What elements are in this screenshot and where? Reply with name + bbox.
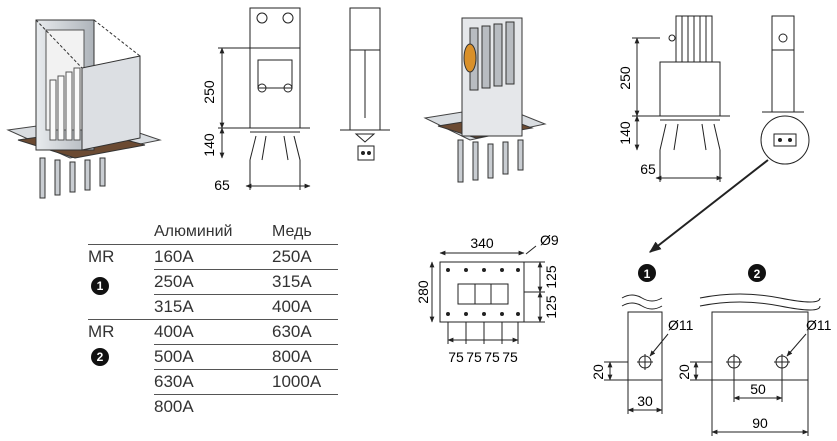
cell-copper: 630A — [272, 322, 312, 341]
flange-dim-125-top: 125 — [543, 265, 559, 289]
front-elevation-drawing — [218, 7, 311, 190]
right-dim-140: 140 — [617, 121, 633, 145]
flange-plate-drawing — [429, 245, 545, 344]
cell-aluminium: 800A — [154, 397, 194, 416]
cell-copper: 250A — [272, 247, 312, 266]
detail2-dim-90: 90 — [752, 415, 768, 431]
group-label: MR — [88, 322, 115, 341]
table-row: 250A 315A — [88, 270, 338, 294]
badge-detail-1: 1 — [638, 264, 656, 282]
table-row: 800A — [88, 395, 338, 419]
cell-aluminium: 400A — [154, 322, 194, 341]
table-row: MR 160A 250A — [88, 245, 338, 269]
cell-copper: 1000A — [272, 372, 322, 391]
isometric-tapoff-unit-center — [423, 17, 547, 183]
front-dim-140: 140 — [201, 133, 217, 157]
flange-dim-340: 340 — [470, 235, 494, 251]
right-dim-250: 250 — [617, 66, 633, 90]
detail2-dim-hole: Ø11 — [806, 317, 832, 333]
cell-aluminium: 500A — [154, 347, 194, 366]
flange-dim-280: 280 — [415, 280, 431, 304]
table-row: MR 400A 630A — [88, 320, 338, 344]
cell-copper: 800A — [272, 347, 312, 366]
flange-dim-75-c: 75 — [484, 349, 500, 365]
badge-detail-2: 2 — [748, 264, 766, 282]
flange-dim-75-b: 75 — [466, 349, 482, 365]
group-badge-2: 2 — [91, 348, 109, 366]
table-row: 500A 800A — [88, 345, 338, 369]
svg-text:1: 1 — [644, 267, 651, 281]
table-row: 630A 1000A — [88, 370, 338, 394]
cell-aluminium: 315A — [154, 297, 194, 316]
side-elevation-drawing — [340, 7, 390, 161]
flange-dim-75-d: 75 — [502, 349, 518, 365]
cell-aluminium: 630A — [154, 372, 194, 391]
detail2-dim-20: 20 — [676, 364, 692, 380]
col-header-aluminium: Алюминий — [154, 223, 233, 240]
right-dim-65: 65 — [640, 161, 656, 177]
cell-aluminium: 250A — [154, 272, 194, 291]
front-dim-250: 250 — [201, 80, 217, 104]
terminal-detail-2 — [690, 293, 821, 436]
group-badge-1: 1 — [91, 277, 109, 295]
right-side-elevation — [760, 15, 810, 165]
detail-callout-arrow — [649, 159, 769, 253]
svg-text:2: 2 — [754, 267, 761, 281]
flange-dim-hole: Ø9 — [540, 232, 559, 248]
detail2-dim-50: 50 — [750, 381, 766, 397]
cell-copper: 400A — [272, 297, 312, 316]
flange-dim-125-bottom: 125 — [543, 295, 559, 319]
group-label: MR — [88, 247, 115, 266]
cell-aluminium: 160A — [154, 247, 194, 266]
cell-copper: 315A — [272, 272, 312, 291]
detail1-dim-20: 20 — [590, 364, 606, 380]
right-front-elevation — [632, 15, 730, 182]
terminal-detail-1 — [604, 294, 669, 414]
detail1-dim-30: 30 — [637, 393, 653, 409]
isometric-tapoff-unit-left — [6, 19, 162, 199]
front-dim-65: 65 — [214, 177, 230, 193]
flange-dim-75-a: 75 — [448, 349, 464, 365]
table-row: 315A 400A — [88, 295, 338, 319]
col-header-copper: Медь — [272, 223, 312, 240]
detail1-dim-hole: Ø11 — [668, 317, 694, 333]
